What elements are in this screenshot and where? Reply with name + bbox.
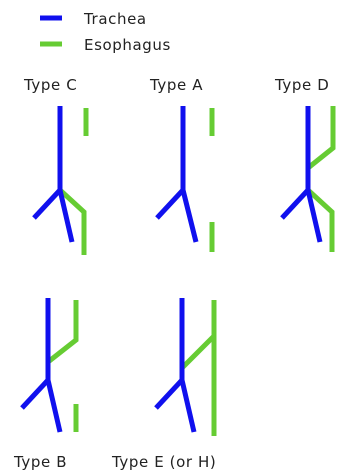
type-b-bronchus-right [45, 379, 63, 433]
type-a-bronchus-left [155, 188, 185, 220]
type-e-bronchus-right [179, 379, 197, 433]
type-a-figure: Type A [149, 76, 215, 252]
type-e-figure: Type E (or H) [111, 298, 217, 471]
legend-esophagus-label: Esophagus [84, 36, 171, 54]
type-b-esophagus-upper [46, 300, 79, 364]
type-d-figure: Type D [274, 76, 336, 252]
type-d-bronchus-right [305, 189, 323, 243]
type-d-esophagus-lower [306, 188, 335, 252]
type-c-bronchus-right [57, 189, 75, 243]
legend: Trachea Esophagus [40, 10, 171, 54]
type-e-fistula [180, 334, 216, 370]
type-c-bronchus-left [32, 188, 62, 220]
type-d-bronchus-left [280, 188, 310, 220]
type-a-bronchus-right [180, 189, 199, 243]
type-a-label: Type A [149, 76, 203, 94]
type-d-esophagus-upper [306, 106, 336, 170]
type-c-label: Type C [23, 76, 77, 94]
type-b-figure: Type B [13, 298, 79, 471]
type-c-figure: Type C [23, 76, 89, 255]
legend-trachea-label: Trachea [83, 10, 147, 28]
type-c-esophagus-lower [58, 188, 87, 255]
type-b-bronchus-left [20, 378, 50, 410]
type-d-label: Type D [274, 76, 329, 94]
type-e-label: Type E (or H) [111, 453, 216, 471]
type-e-bronchus-left [154, 378, 184, 410]
type-b-label: Type B [13, 453, 67, 471]
